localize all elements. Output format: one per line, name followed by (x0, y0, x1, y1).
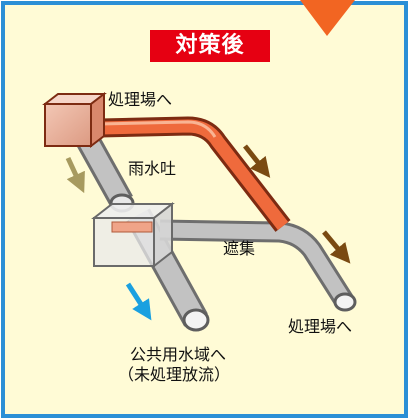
flow-arrow-discharge (125, 282, 152, 321)
label-treatment-right: 処理場へ (288, 317, 353, 336)
outlet-weir (111, 221, 153, 233)
label-rain-outlet: 雨水吐 (128, 159, 177, 178)
interception-pipe-end (333, 292, 357, 312)
label-interception: 遮集 (223, 239, 256, 258)
label-public-water: 公共用水域へ (130, 345, 227, 364)
outflow-pipe-end (182, 308, 210, 332)
sewage-pipe (99, 119, 289, 230)
header-arrow (300, 0, 355, 36)
label-untreated-discharge: （未処理放流） (118, 365, 231, 384)
manhole-box (44, 103, 92, 147)
flow-arrow-upper (243, 144, 271, 178)
flow-arrow-right (322, 230, 351, 264)
sewage-pipe-highlight (99, 120, 217, 138)
interception-pipe (159, 222, 352, 307)
manhole-side (90, 91, 105, 149)
flow-arrow-inflow (65, 156, 85, 194)
label-treatment-top: 処理場へ (108, 90, 173, 109)
page-title: 対策後 (150, 30, 270, 62)
